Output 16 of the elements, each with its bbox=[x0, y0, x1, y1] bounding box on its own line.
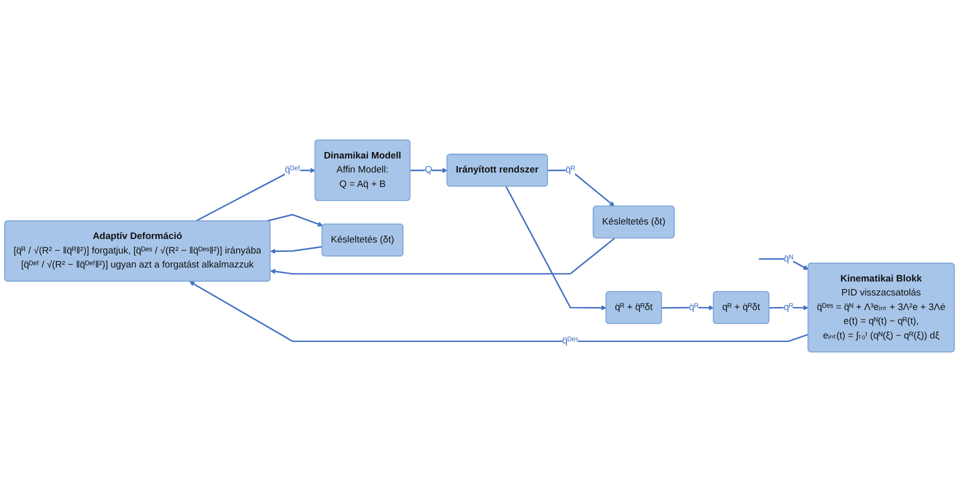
edge-label: Q bbox=[424, 164, 432, 175]
edge-label: q̇ᴿ bbox=[689, 302, 699, 312]
edge-label: q̈ᴺ bbox=[784, 254, 794, 264]
arrow bbox=[410, 168, 448, 174]
arrow bbox=[195, 168, 316, 222]
arrow bbox=[270, 238, 615, 275]
edge-label: q̈ᴰᵉˢ bbox=[562, 336, 578, 346]
arrow bbox=[758, 258, 809, 270]
arrow bbox=[548, 169, 615, 207]
edge-label: q̈ᴰᵉᶠ bbox=[284, 164, 300, 175]
arrow bbox=[662, 305, 714, 310]
arrow bbox=[266, 214, 324, 227]
arrow bbox=[270, 246, 322, 254]
arrow bbox=[505, 186, 607, 310]
edge-label: qᴿ bbox=[784, 302, 794, 312]
edge-label: q̈ᴿ bbox=[566, 164, 576, 175]
